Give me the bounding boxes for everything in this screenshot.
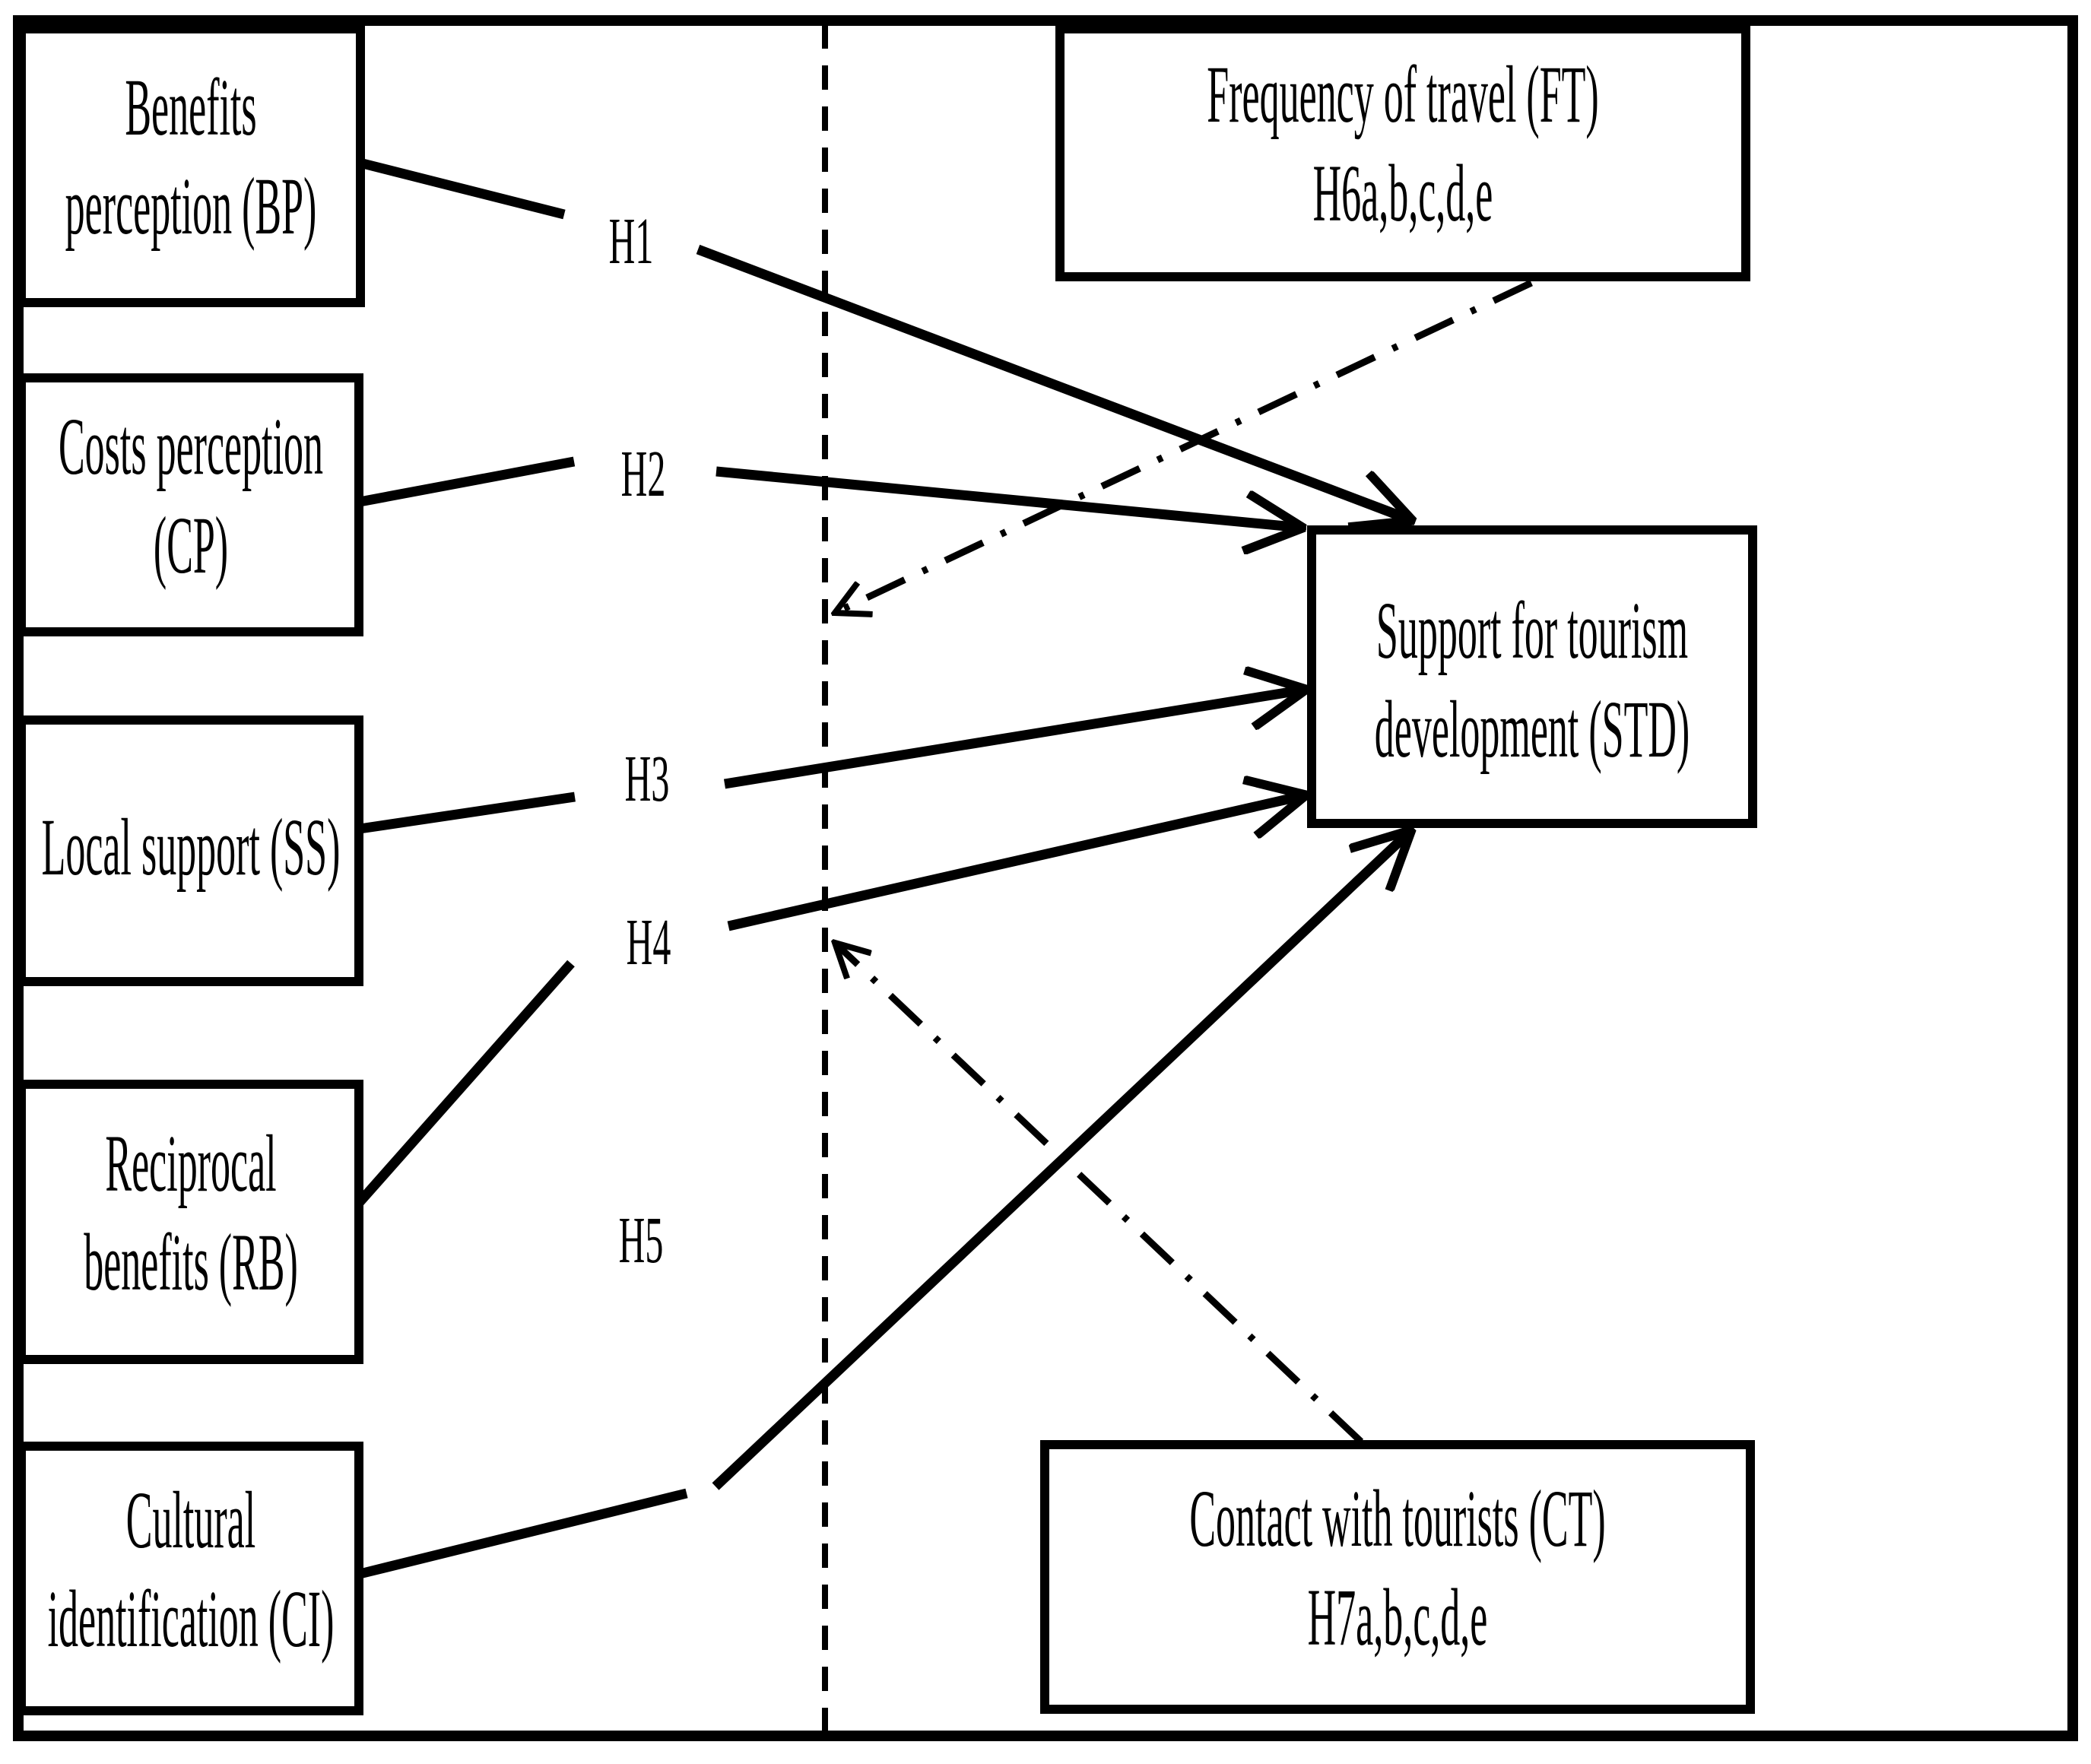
benefits-perception-label-line1: Benefits — [125, 63, 256, 153]
box-frequency-of-travel: Frequency of travel (FT) H6a,b,c,d,e — [1055, 24, 1750, 281]
box-reciprocal-benefits: Reciprocal benefits (RB) — [17, 1080, 363, 1364]
reciprocal-benefits-rect — [17, 1080, 363, 1364]
box-benefits-perception: Benefits perception (BP) — [17, 24, 365, 307]
h1-path-stub — [358, 157, 566, 220]
frequency-of-travel-rect — [1055, 24, 1750, 281]
costs-perception-label-line1: Costs perception — [59, 402, 323, 492]
h5-label: H5 — [619, 1205, 664, 1277]
contact-with-tourists-hypotheses-label: H7a,b,c,d,e — [1308, 1573, 1488, 1663]
h2-path-arrow — [716, 466, 1302, 528]
h4-path-arrow — [727, 795, 1305, 931]
h1-label: H1 — [609, 206, 654, 278]
cultural-identification-label-line2: identification (CI) — [48, 1575, 335, 1664]
h3-label: H3 — [625, 744, 670, 816]
ct-moderation-dashdot-arrow — [835, 943, 1364, 1445]
h3-path-arrow — [723, 690, 1305, 789]
h3-path-stub — [359, 792, 576, 834]
frequency-of-travel-label-line1: Frequency of travel (FT) — [1207, 50, 1598, 140]
reciprocal-benefits-label-line2: benefits (RB) — [84, 1218, 298, 1308]
support-tourism-development-rect — [1307, 525, 1757, 828]
h5-path-stub — [358, 1488, 688, 1579]
frequency-of-travel-hypotheses-label: H6a,b,c,d,e — [1313, 149, 1493, 239]
cultural-identification-rect — [17, 1442, 363, 1715]
box-costs-perception: Costs perception (CP) — [17, 373, 363, 636]
box-cultural-identification: Cultural identification (CI) — [17, 1442, 363, 1715]
local-support-label-line1: Local support (SS) — [42, 803, 341, 893]
h2-path-stub — [358, 456, 576, 507]
support-tourism-development-label-line2: development (STD) — [1375, 685, 1690, 775]
h4-path-stub — [356, 960, 575, 1206]
ft-moderation-dashdot-arrow — [835, 279, 1533, 613]
h1-path-arrow — [696, 244, 1411, 520]
support-tourism-development-label-line1: Support for tourism — [1376, 586, 1688, 676]
box-contact-with-tourists: Contact with tourists (CT) H7a,b,c,d,e — [1040, 1440, 1755, 1714]
reciprocal-benefits-label-line1: Reciprocal — [105, 1119, 276, 1209]
costs-perception-rect — [17, 373, 363, 636]
benefits-perception-rect — [17, 24, 365, 307]
box-local-support: Local support (SS) — [17, 715, 363, 986]
benefits-perception-label-line2: perception (BP) — [65, 162, 317, 252]
h4-label: H4 — [627, 907, 671, 979]
contact-with-tourists-label-line1: Contact with tourists (CT) — [1189, 1474, 1605, 1564]
cultural-identification-label-line1: Cultural — [126, 1476, 255, 1566]
local-support-rect — [17, 715, 363, 986]
costs-perception-label-line2: (CP) — [154, 501, 228, 591]
box-support-tourism-development: Support for tourism development (STD) — [1307, 525, 1757, 828]
contact-with-tourists-rect — [1040, 1440, 1755, 1714]
h2-label: H2 — [621, 439, 666, 511]
